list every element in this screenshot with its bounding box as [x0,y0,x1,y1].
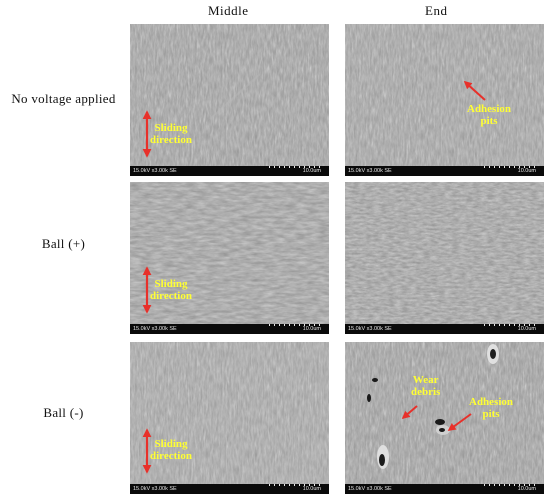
scale-ticks [484,166,536,168]
scale-bar-settings: 15.0kV x3.00k SE [133,168,177,174]
scale-bar-settings: 15.0kV x3.00k SE [348,326,392,332]
scale-bar-length: 10.0um [517,168,536,174]
scale-bar-settings: 15.0kV x3.00k SE [133,486,177,492]
sem-panel-no-voltage-middle: 15.0kV x3.00k SE 10.0um Sliding directio… [130,24,329,176]
scale-bar-length: 10.0um [302,326,321,332]
scale-bar: 15.0kV x3.00k SE 10.0um [130,484,329,494]
sliding-direction-label: Sliding direction [150,438,192,462]
scale-ticks [269,166,321,168]
scale-bar-length: 10.0um [302,486,321,492]
sliding-direction-label: Sliding direction [150,278,192,302]
scale-bar-length: 10.0um [517,486,536,492]
column-header-middle: Middle [208,3,249,18]
row-label-ball-negative: Ball (-) [43,405,84,420]
scale-bar-settings: 15.0kV x3.00k SE [133,326,177,332]
sem-panel-no-voltage-end: 15.0kV x3.00k SE 10.0um Adhesion pits [345,24,544,176]
scale-bar-settings: 15.0kV x3.00k SE [348,168,392,174]
row-label-no-voltage: No voltage applied [11,91,116,106]
scale-bar-length: 10.0um [302,168,321,174]
scale-ticks [269,484,321,486]
wear-debris-label: Wear debris [411,374,441,398]
scale-bar: 15.0kV x3.00k SE 10.0um [345,324,544,334]
sem-panel-ball-negative-middle: 15.0kV x3.00k SE 10.0um Sliding directio… [130,342,329,494]
sem-image [130,24,329,166]
scale-ticks [484,484,536,486]
sem-image [345,342,544,484]
sem-panel-ball-positive-end: 15.0kV x3.00k SE 10.0um [345,182,544,334]
sem-image [345,182,544,324]
adhesion-pits-label: Adhesion pits [469,396,514,420]
scale-bar: 15.0kV x3.00k SE 10.0um [345,166,544,176]
scale-bar: 15.0kV x3.00k SE 10.0um [130,324,329,334]
sem-panel-ball-negative-end: 15.0kV x3.00k SE 10.0um Wear debris Adhe… [345,342,544,494]
sem-image [130,342,329,484]
scale-ticks [484,324,536,326]
scale-bar-settings: 15.0kV x3.00k SE [348,486,392,492]
scale-bar: 15.0kV x3.00k SE 10.0um [345,484,544,494]
scale-bar-length: 10.0um [517,326,536,332]
sem-image [130,182,329,324]
row-label-ball-positive: Ball (+) [41,236,86,251]
scale-ticks [269,324,321,326]
sem-panel-ball-positive-middle: 15.0kV x3.00k SE 10.0um Sliding directio… [130,182,329,334]
column-header-end: End [425,3,448,18]
adhesion-pits-label: Adhesion pits [467,103,512,127]
scale-bar: 15.0kV x3.00k SE 10.0um [130,166,329,176]
sliding-direction-label: Sliding direction [150,122,192,146]
sem-image [345,24,544,166]
